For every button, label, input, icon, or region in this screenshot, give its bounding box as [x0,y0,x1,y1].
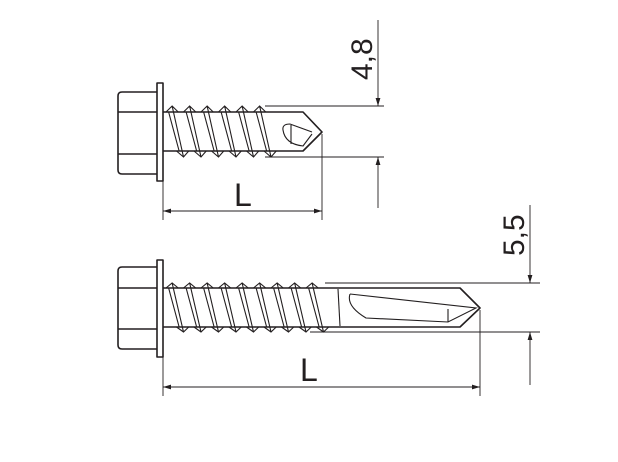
thread [165,282,330,333]
diameter-label: 5,5 [498,214,531,256]
thread [165,105,277,158]
thread-helix [165,105,277,158]
shank [163,287,481,328]
washer [156,259,164,358]
hex-head [117,266,157,350]
length-label: L [300,352,318,388]
length-label: L [234,177,252,213]
self-drilling-screw-5-5: 5,5 L [117,205,540,396]
washer [156,82,164,182]
drill-flute [348,293,478,323]
diameter-label: 4,8 [346,38,379,80]
drill-flute [282,123,313,147]
hex-head [117,91,157,175]
thread-helix [165,282,330,333]
self-drilling-screw-4-8: 4,8 L [117,20,384,220]
